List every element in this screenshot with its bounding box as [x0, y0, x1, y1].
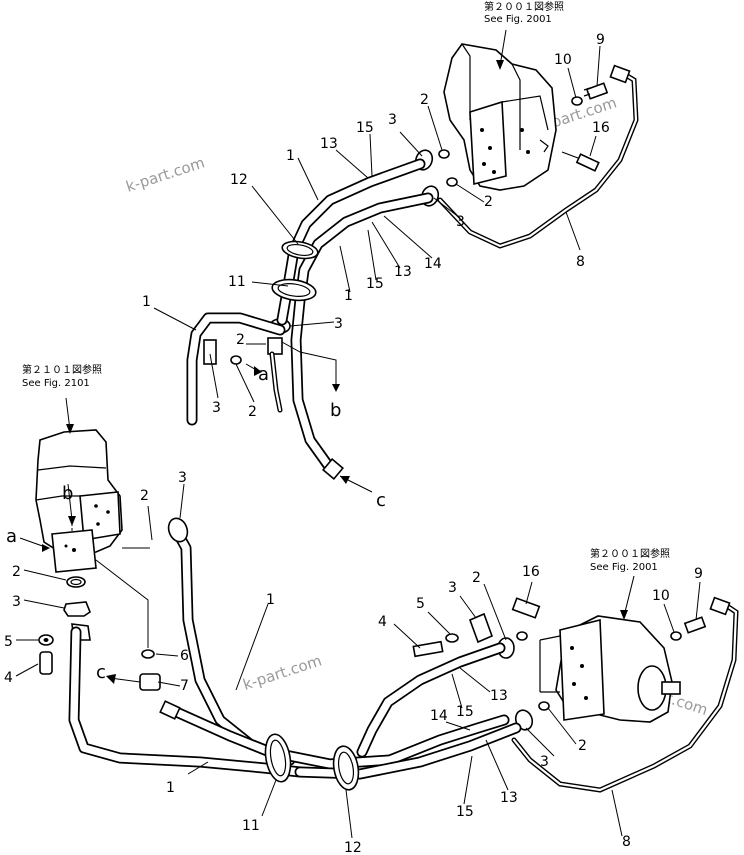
label-5-left: 5 [4, 634, 13, 650]
label-3-top-d: 3 [212, 400, 221, 416]
label-3-bottom-a: 3 [178, 470, 187, 486]
ref-fig2001-en-top: See Fig. 2001 [484, 14, 552, 25]
label-16-top: 16 [592, 120, 610, 136]
label-3-top-c: 3 [334, 316, 343, 332]
label-3-bottom-c: 3 [540, 754, 549, 770]
label-6-bottom: 6 [180, 648, 189, 664]
ref-fig2001-jp-bottom: 第２００１図参照 [590, 547, 670, 560]
hoses-bottom [68, 517, 522, 780]
label-13-top: 13 [320, 136, 338, 152]
label-8-bottom: 8 [622, 834, 631, 850]
ab-leaders-top [245, 341, 340, 392]
fittings-top [438, 82, 609, 187]
label-c-bottom: c [96, 662, 106, 683]
label-15-top-b: 15 [366, 276, 384, 292]
label-2-top-c: 2 [236, 332, 245, 348]
top-assembly [153, 29, 639, 493]
label-12-top: 12 [230, 172, 248, 188]
label-2-bottom-b: 2 [472, 570, 481, 586]
ref-fig2001-en-bottom: See Fig. 2001 [590, 562, 658, 573]
bottom-assembly [68, 483, 739, 839]
label-1-bottom-b: 1 [166, 780, 175, 796]
label-3-top: 3 [388, 112, 397, 128]
label-a-left: a [6, 526, 17, 547]
label-14-bottom: 14 [430, 708, 448, 724]
reference-labels: 第２００１図参照 See Fig. 2001 第２１０１図参照 See Fig.… [22, 0, 670, 573]
label-9-top: 9 [596, 32, 605, 48]
label-5-bottom: 5 [416, 596, 425, 612]
label-10-top: 10 [554, 52, 572, 68]
pump-bottom [539, 575, 681, 723]
label-2-bottom-a: 2 [140, 488, 149, 504]
hoses-top [186, 158, 434, 480]
label-a-top: a [258, 364, 269, 385]
left-parts-stack [15, 569, 91, 677]
pump-top [443, 43, 557, 191]
label-3-top-b: 3 [456, 214, 465, 230]
pipe-8-bottom [511, 596, 739, 793]
watermark-text: k-part.com [241, 651, 324, 693]
label-b-left: b [62, 483, 73, 504]
leaders-top [153, 29, 601, 403]
label-2-top-d: 2 [248, 404, 257, 420]
leaders-bottom [147, 483, 701, 839]
fitting-b-top [203, 337, 283, 413]
ref-fig2001-jp-top: 第２００１図参照 [484, 0, 564, 13]
label-b-top: b [330, 400, 341, 421]
label-2-top: 2 [420, 92, 429, 108]
label-13-bottom-b: 13 [500, 790, 518, 806]
label-12-bottom: 12 [344, 840, 362, 855]
label-15-top: 15 [356, 120, 374, 136]
label-4-left: 4 [4, 670, 13, 686]
label-10-bottom: 10 [652, 588, 670, 604]
label-1-bottom-a: 1 [266, 592, 275, 608]
label-16-bottom: 16 [522, 564, 540, 580]
label-11-top: 11 [228, 274, 246, 290]
ref-fig2101-en: See Fig. 2101 [22, 378, 90, 389]
clamps-top [271, 240, 319, 302]
label-13-bottom-a: 13 [490, 688, 508, 704]
label-2-left: 2 [12, 564, 21, 580]
label-3-left: 3 [12, 594, 21, 610]
label-14-top: 14 [424, 256, 442, 272]
label-9-bottom: 9 [694, 566, 703, 582]
ref-fig2101-jp: 第２１０１図参照 [22, 363, 102, 376]
label-3-bottom-b: 3 [448, 580, 457, 596]
label-13-top-b: 13 [394, 264, 412, 280]
pipe-8-top [437, 64, 639, 249]
label-1-top-b: 1 [344, 288, 353, 304]
watermark-text: k-part.com [124, 153, 207, 195]
letter-labels: a b c b a c [6, 364, 386, 683]
label-1-top-a: 1 [286, 148, 295, 164]
c-arrow-top [339, 475, 373, 493]
clamps-bottom [264, 733, 360, 791]
label-c-top: c [376, 490, 386, 511]
fittings-bottom [511, 597, 707, 711]
label-2-bottom-c: 2 [578, 738, 587, 754]
label-11-bottom: 11 [242, 818, 260, 834]
label-8-top: 8 [576, 254, 585, 270]
label-15-bottom-a: 15 [456, 704, 474, 720]
valve-left [19, 397, 150, 648]
part-number-labels: 9 10 2 16 3 15 13 1 12 2 3 14 13 15 1 8 … [4, 32, 703, 855]
label-15-bottom-b: 15 [456, 804, 474, 820]
label-7-bottom: 7 [180, 678, 189, 694]
label-4-bottom: 4 [378, 614, 387, 630]
fitting-67-bottom [106, 649, 161, 691]
label-2-top-b: 2 [484, 194, 493, 210]
label-1-top-c: 1 [142, 294, 151, 310]
